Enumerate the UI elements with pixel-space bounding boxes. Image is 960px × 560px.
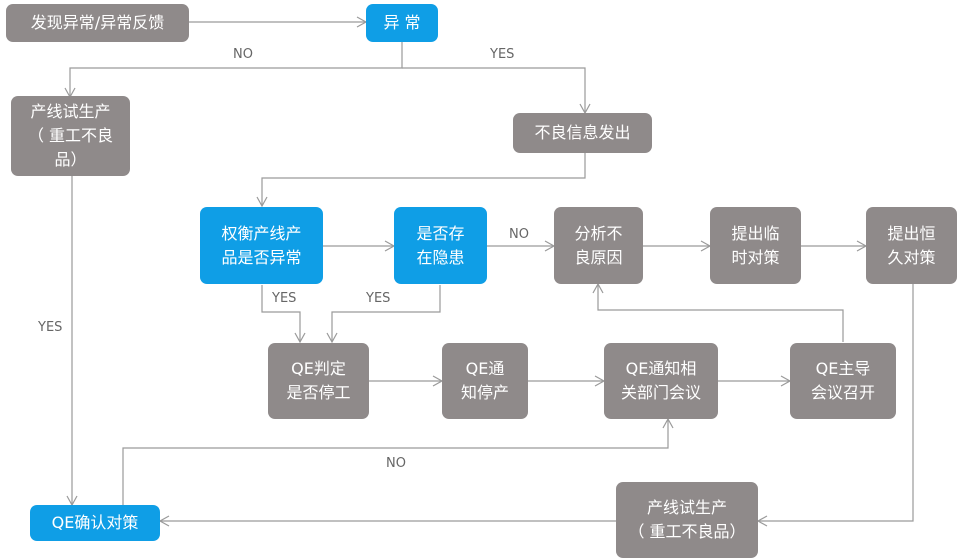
- label-yes-left: YES: [38, 320, 63, 335]
- edge-abnormal-no: [64, 40, 403, 99]
- node-qe-notify: QE通 知停产: [442, 343, 528, 419]
- edge-abnormal-yes: [402, 67, 591, 115]
- label-yes-top: YES: [490, 47, 515, 62]
- label-no-hazard: NO: [509, 227, 529, 242]
- label-yes-weigh: YES: [272, 291, 297, 306]
- label-no-bottom: NO: [386, 456, 406, 471]
- node-perm: 提出恒 久对策: [866, 207, 957, 284]
- node-analyze: 分析不 良原因: [554, 207, 643, 284]
- edge-lead-analyze: [592, 282, 844, 342]
- node-prod-top: 产线试生产 （ 重工不良品）: [11, 96, 130, 176]
- node-qe-judge: QE判定 是否停工: [268, 343, 369, 419]
- node-abnormal: 异 常: [366, 4, 438, 42]
- node-bad-info: 不良信息发出: [513, 113, 652, 153]
- label-yes-hazard: YES: [366, 291, 391, 306]
- edge-badinfo-weigh: [256, 153, 586, 208]
- node-hazard: 是否存 在隐患: [394, 207, 487, 284]
- edge-weigh-judge: [261, 285, 306, 344]
- edge-hazard-judge: [326, 285, 441, 344]
- node-qe-meeting: QE通知相 关部门会议: [604, 343, 718, 419]
- edge-perm-prodbottom: [756, 284, 914, 527]
- node-qe-confirm: QE确认对策: [30, 505, 160, 541]
- node-temp: 提出临 时对策: [710, 207, 801, 284]
- node-report: 发现异常/异常反馈: [6, 4, 189, 42]
- node-weigh: 权衡产线产 品是否异常: [200, 207, 323, 284]
- label-no-top: NO: [233, 47, 253, 62]
- node-qe-lead: QE主导 会议召开: [790, 343, 896, 419]
- node-prod-bottom: 产线试生产 （ 重工不良品）: [616, 482, 758, 558]
- edge-confirm-meeting: [122, 417, 674, 506]
